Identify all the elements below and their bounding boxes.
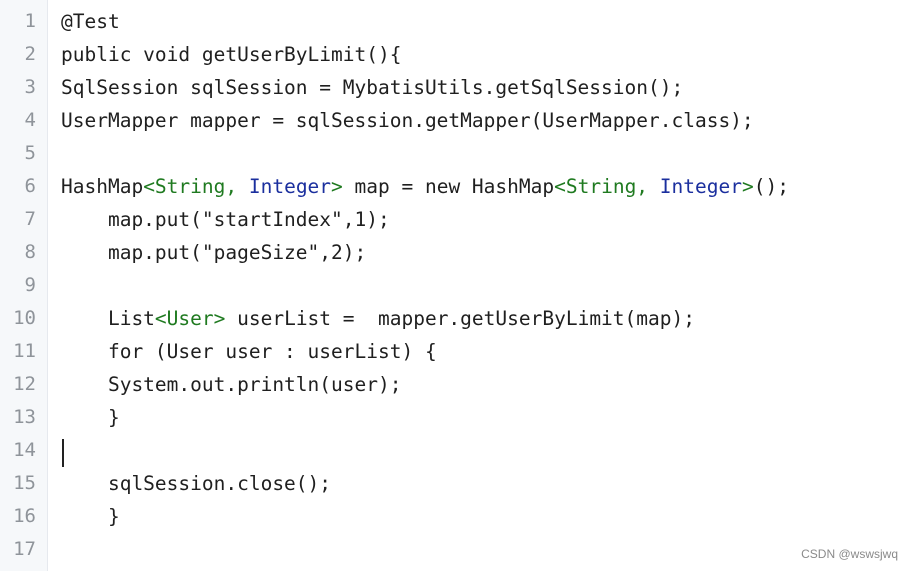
code-token: System.out.println(user); — [61, 373, 402, 396]
code-token: > — [741, 175, 754, 198]
code-token: userList = mapper.getUserByLimit(map); — [225, 307, 695, 330]
code-token: SqlSession sqlSession = MybatisUtils.get… — [61, 76, 684, 99]
line-number: 16 — [13, 505, 36, 527]
code-line[interactable]: map.put("pageSize",2); — [61, 236, 914, 269]
code-line[interactable] — [61, 137, 914, 170]
code-line[interactable] — [61, 269, 914, 302]
line-number: 1 — [24, 10, 36, 32]
code-line[interactable]: UserMapper mapper = sqlSession.getMapper… — [61, 104, 914, 137]
text-cursor — [62, 439, 64, 467]
code-token: UserMapper mapper = sqlSession.getMapper… — [61, 109, 754, 132]
code-line[interactable]: for (User user : userList) { — [61, 335, 914, 368]
code-line[interactable]: SqlSession sqlSession = MybatisUtils.get… — [61, 71, 914, 104]
line-number: 15 — [13, 472, 36, 494]
code-token: <User> — [154, 307, 226, 330]
code-line[interactable]: public void getUserByLimit(){ — [61, 38, 914, 71]
code-token: for (User user : userList) { — [61, 340, 437, 363]
code-token: Integer — [659, 175, 742, 198]
line-number: 11 — [13, 340, 36, 362]
line-number: 3 — [24, 76, 36, 98]
code-line[interactable]: map.put("startIndex",1); — [61, 203, 914, 236]
code-token: HashMap — [61, 175, 144, 198]
code-token: > — [331, 175, 343, 198]
code-line[interactable]: sqlSession.close(); — [61, 467, 914, 500]
code-area[interactable]: @Test public void getUserByLimit(){ SqlSes… — [48, 0, 914, 571]
line-number: 2 — [24, 43, 36, 65]
code-token: } — [61, 406, 120, 429]
code-token: <String, — [143, 175, 249, 198]
code-token: Integer — [248, 175, 332, 198]
code-token: public void getUserByLimit(){ — [61, 43, 402, 66]
code-line[interactable] — [61, 533, 914, 566]
code-token: @Test — [61, 10, 120, 33]
code-token: (); — [753, 175, 789, 198]
code-line[interactable]: } — [61, 500, 914, 533]
code-line[interactable] — [61, 434, 914, 467]
code-token: map.put("startIndex",1); — [61, 208, 390, 231]
code-token: <String, — [554, 175, 660, 198]
code-token: map = new HashMap — [342, 175, 555, 198]
line-number: 5 — [24, 142, 36, 164]
watermark: CSDN @wswsjwq — [801, 547, 898, 561]
code-token: sqlSession.close(); — [61, 472, 332, 495]
code-token: } — [61, 505, 120, 528]
line-number: 9 — [24, 274, 36, 296]
line-number: 6 — [24, 175, 36, 197]
code-line[interactable]: HashMap<String, Integer> map = new HashM… — [61, 170, 914, 203]
code-line[interactable]: @Test — [61, 5, 914, 38]
code-token: List — [61, 307, 155, 330]
code-line[interactable]: System.out.println(user); — [61, 368, 914, 401]
line-number: 13 — [13, 406, 36, 428]
code-token: map.put("pageSize",2); — [61, 241, 367, 264]
line-number: 7 — [24, 208, 36, 230]
code-line[interactable]: List<User> userList = mapper.getUserByLi… — [61, 302, 914, 335]
line-number: 8 — [24, 241, 36, 263]
line-number: 12 — [13, 373, 36, 395]
line-number: 4 — [24, 109, 36, 131]
line-number: 10 — [13, 307, 36, 329]
line-number: 17 — [13, 538, 36, 560]
code-line[interactable]: } — [61, 401, 914, 434]
line-number: 14 — [13, 439, 36, 461]
